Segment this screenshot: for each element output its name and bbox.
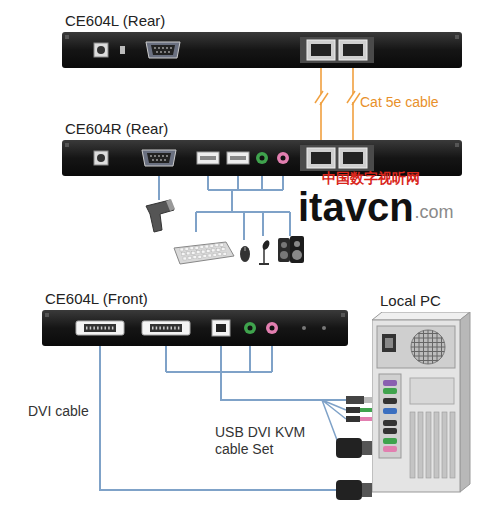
jack-port [277,152,289,164]
sw-port [120,46,125,54]
speakers [278,236,304,263]
keyboard [174,242,234,264]
led-port [322,326,326,330]
dvi-port [76,321,124,335]
microphone [259,239,271,264]
watermark: .com [415,202,454,223]
pc-tower [372,312,472,494]
kvm-cable [221,346,372,400]
jack-port [266,322,278,334]
device-body [62,32,462,68]
dvi-port [142,321,190,335]
jack-port [244,322,256,334]
cable-label: Cat 5e cable [360,94,439,111]
rj45-port [339,40,367,60]
device-heading: CE604L (Front) [42,290,348,308]
cable-break [314,91,360,105]
pc-case [372,312,470,492]
cable-label: DVI cable [28,403,89,420]
plate-port [300,37,374,63]
device-node: CE604R (Rear) [62,120,462,176]
barcode-scanner [146,199,175,232]
rj45-port [307,40,335,60]
device-case [42,310,348,346]
dc-port [94,43,108,57]
pc-plugs [322,396,372,500]
cable-label: USB DVI KVM cable Set [215,424,315,458]
pc-drawing [372,312,472,494]
rj45-port [307,148,335,168]
serial-port [142,150,176,166]
device-case [62,32,462,68]
serial-port [146,42,180,58]
computer-node: Local PC [372,292,472,494]
watermark: itavcn [298,184,414,230]
device-heading: Local PC [372,292,472,310]
watermark: 中国数字视听网 [322,170,420,186]
jack-port [256,152,268,164]
device-node: CE604L (Rear) [62,12,462,68]
plate-port [300,145,374,171]
usb-port [227,152,249,164]
cat5e-cable [321,68,353,140]
device-drawing [42,310,348,346]
led-port [302,326,306,330]
usbb-port [212,320,230,336]
device-drawing [62,32,462,68]
device-heading: CE604R (Rear) [62,120,462,138]
mouse [240,246,250,262]
device-body [42,310,348,346]
usb-port [197,152,219,164]
device-node: CE604L (Front) [42,290,348,346]
rj45-port [339,148,367,168]
device-heading: CE604L (Rear) [62,12,462,30]
dc-port [94,151,108,165]
kvm-cable [100,346,372,490]
